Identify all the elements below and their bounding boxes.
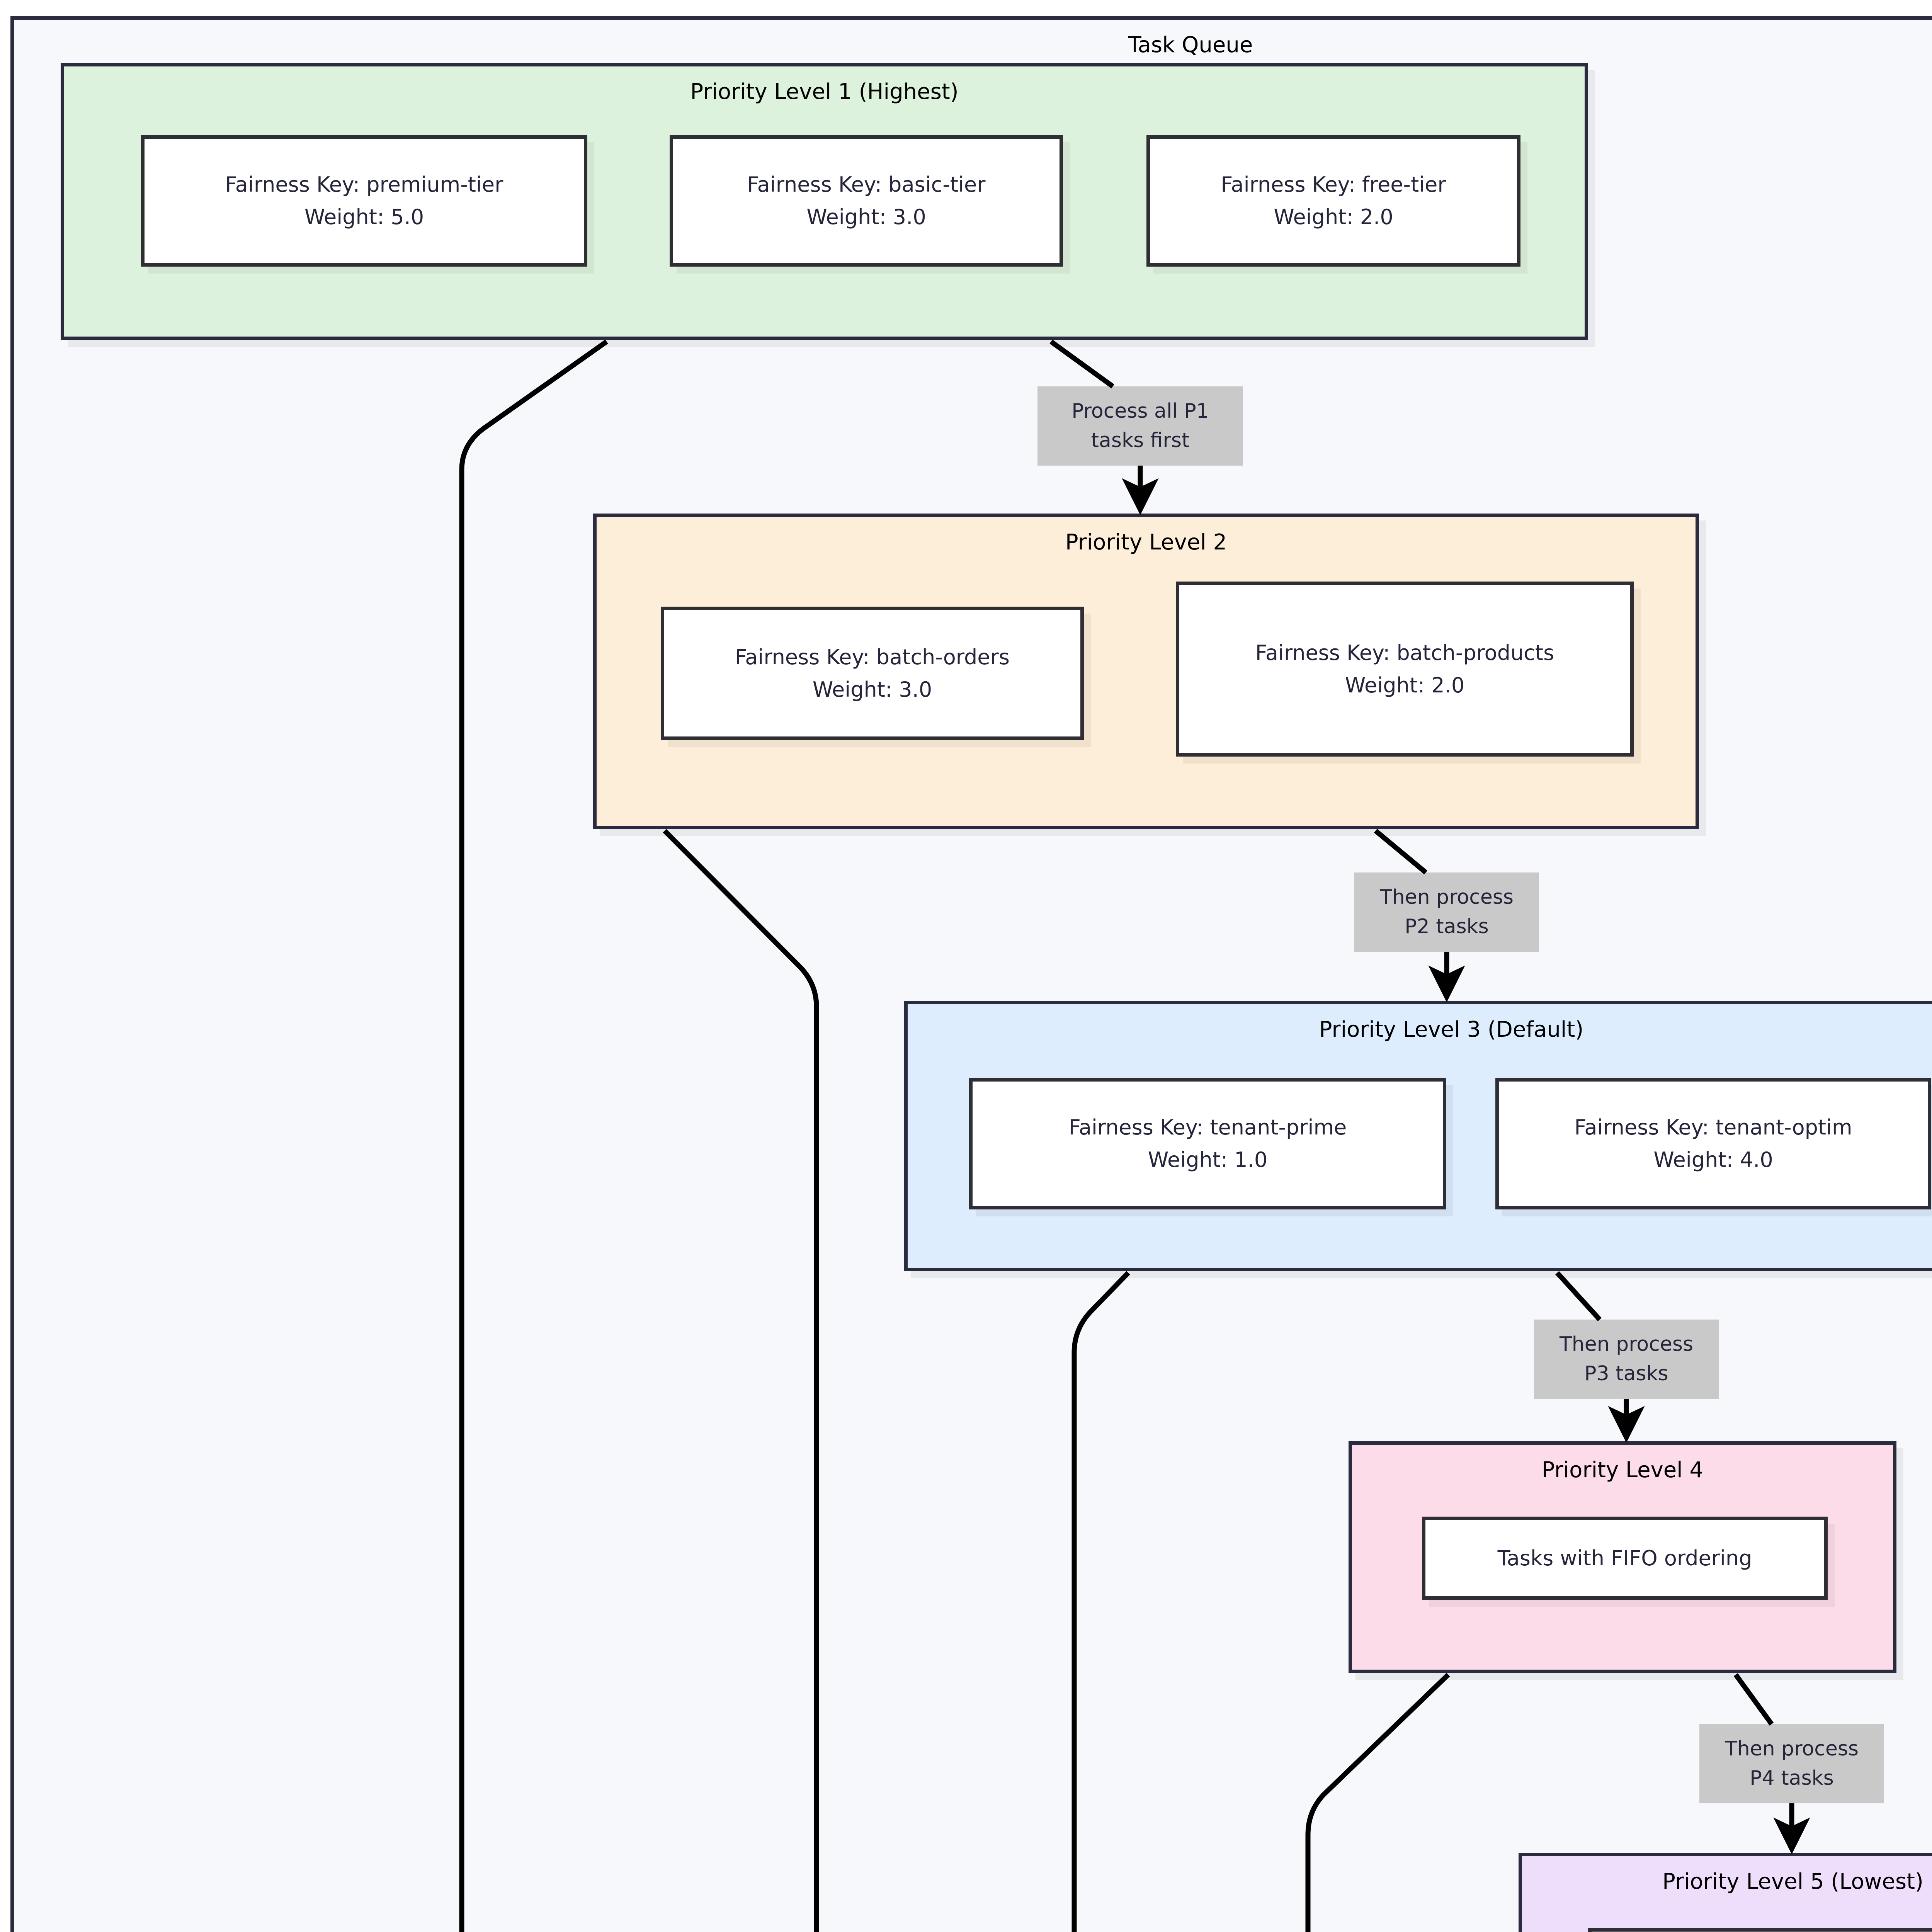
card-fairness-key: Fairness Key: batch-orders [735, 645, 1010, 669]
card-fairness-key: Fairness Key: free-tier [1221, 172, 1446, 197]
card-weight: Weight: 3.0 [812, 677, 932, 702]
card-fairness-batch-orders[interactable]: Fairness Key: batch-orders Weight: 3.0 [661, 607, 1084, 740]
edge-label-line-2: tasks first [1091, 429, 1190, 452]
card-weight: Weight: 1.0 [1148, 1148, 1268, 1172]
cluster-title-priority-level-2: Priority Level 2 [1065, 530, 1227, 555]
edge-label-line-1: Then process [1559, 1333, 1694, 1356]
card-fifo-ordering-p5[interactable]: Tasks with FIFO ordering [1588, 1928, 1932, 1932]
card-fairness-key: Fairness Key: premium-tier [225, 172, 503, 197]
edge-label-line-2: P2 tasks [1405, 915, 1489, 938]
card-text: Tasks with FIFO ordering [1497, 1546, 1752, 1570]
cluster-title-task-queue: Task Queue [1128, 32, 1253, 58]
card-fairness-tenant-optim[interactable]: Fairness Key: tenant-optim Weight: 4.0 [1495, 1078, 1931, 1209]
card-fifo-ordering-p4[interactable]: Tasks with FIFO ordering [1422, 1517, 1828, 1600]
edge-label-line-1: Then process [1725, 1737, 1859, 1761]
edge-label-then-process-p4: Then process P4 tasks [1699, 1724, 1884, 1803]
cluster-priority-level-5[interactable]: Priority Level 5 (Lowest) [1519, 1853, 1932, 1932]
edge-label-then-process-p2: Then process P2 tasks [1354, 872, 1539, 952]
card-fairness-free-tier[interactable]: Fairness Key: free-tier Weight: 2.0 [1146, 135, 1520, 267]
card-fairness-premium-tier[interactable]: Fairness Key: premium-tier Weight: 5.0 [141, 135, 587, 267]
edge-label-line-1: Process all P1 [1071, 400, 1209, 423]
card-weight: Weight: 2.0 [1345, 673, 1465, 697]
card-weight: Weight: 3.0 [806, 205, 926, 229]
cluster-title-priority-level-5: Priority Level 5 (Lowest) [1662, 1869, 1923, 1894]
card-fairness-tenant-prime[interactable]: Fairness Key: tenant-prime Weight: 1.0 [969, 1078, 1446, 1209]
card-fairness-batch-products[interactable]: Fairness Key: batch-products Weight: 2.0 [1176, 582, 1634, 757]
cluster-title-priority-level-4: Priority Level 4 [1541, 1458, 1704, 1483]
edge-label-line-2: P4 tasks [1750, 1766, 1834, 1790]
card-weight: Weight: 4.0 [1653, 1148, 1773, 1172]
card-fairness-key: Fairness Key: batch-products [1255, 640, 1554, 665]
card-fairness-basic-tier[interactable]: Fairness Key: basic-tier Weight: 3.0 [670, 135, 1063, 267]
cluster-title-priority-level-3: Priority Level 3 (Default) [1319, 1017, 1584, 1042]
edge-label-then-process-p3: Then process P3 tasks [1534, 1320, 1719, 1399]
card-fairness-key: Fairness Key: tenant-prime [1068, 1115, 1347, 1140]
edge-label-process-all-p1: Process all P1 tasks first [1037, 386, 1243, 466]
cluster-title-priority-level-1: Priority Level 1 (Highest) [690, 79, 959, 104]
edge-label-line-1: Then process [1379, 886, 1514, 909]
card-fairness-key: Fairness Key: basic-tier [747, 172, 986, 197]
card-fairness-key: Fairness Key: tenant-optim [1574, 1115, 1852, 1140]
card-weight: Weight: 2.0 [1274, 205, 1393, 229]
card-weight: Weight: 5.0 [304, 205, 424, 229]
edge-label-line-2: P3 tasks [1584, 1362, 1668, 1385]
